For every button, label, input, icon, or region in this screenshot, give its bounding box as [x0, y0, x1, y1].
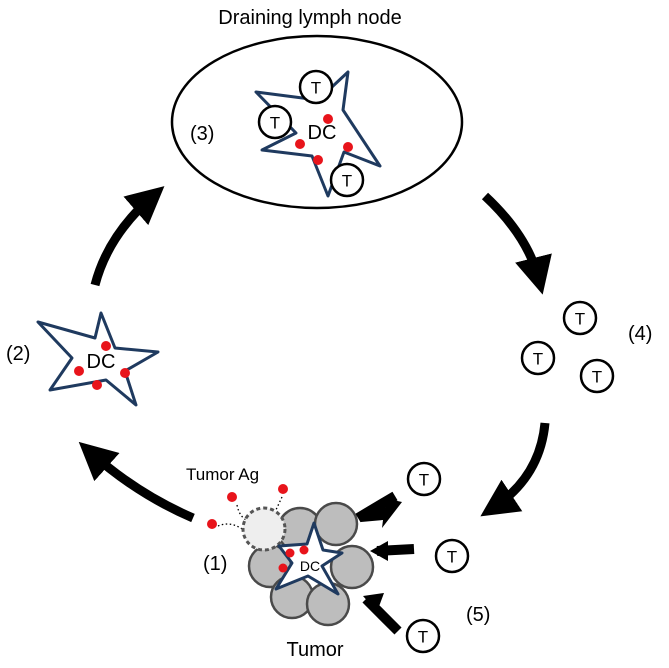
arrow-dc-to-lymph — [90, 186, 165, 287]
arrow-tcells-to-tumor — [480, 422, 550, 517]
antigen-dot — [299, 545, 309, 555]
svg-text:T: T — [311, 79, 321, 98]
t-cell: T — [562, 300, 598, 336]
antigen-dot — [295, 139, 305, 149]
step-4-label: (4) — [628, 323, 652, 345]
step-2-label: (2) — [6, 343, 30, 365]
t-cell: T — [434, 538, 470, 574]
dc-label: DC — [87, 351, 116, 373]
svg-text:T: T — [592, 368, 602, 387]
dendritic-cell-in-tumor — [274, 521, 344, 596]
antigen-dot — [323, 114, 333, 124]
dendritic-cell-migrating: DC — [36, 311, 160, 407]
antigen-dot — [278, 484, 288, 494]
dc-label: DC — [308, 122, 337, 144]
tumor-cell — [329, 544, 375, 590]
t-cell: T — [406, 461, 442, 497]
dc-label: DC — [300, 558, 320, 574]
antigen-dot — [101, 341, 111, 351]
svg-text:T: T — [270, 114, 280, 133]
tumor-cell — [313, 501, 359, 547]
antigen-dot — [120, 368, 130, 378]
tumor-mass: DC — [241, 501, 375, 627]
arrow-lymph-to-tcells — [481, 192, 552, 295]
step-5-label: (5) — [466, 604, 490, 626]
svg-text:T: T — [533, 350, 543, 369]
svg-text:T: T — [447, 548, 457, 567]
svg-text:T: T — [342, 172, 352, 191]
svg-text:T: T — [419, 471, 429, 490]
attack-arrows — [355, 491, 415, 635]
svg-text:T: T — [418, 628, 428, 647]
svg-text:T: T — [575, 310, 585, 329]
tumor-antigen-label: Tumor Ag — [186, 465, 259, 484]
t-cell: T — [520, 340, 556, 376]
step-1-label: (1) — [203, 553, 227, 575]
step-3-label: (3) — [190, 123, 214, 145]
t-cell: T — [329, 162, 365, 198]
antigen-dot — [285, 548, 295, 558]
antigen-dot — [343, 142, 353, 152]
antigen-dot — [207, 519, 217, 529]
t-cell: T — [405, 618, 441, 654]
t-cell: T — [257, 104, 293, 140]
t-cell: T — [298, 69, 334, 105]
lymph-node-label: Draining lymph node — [218, 7, 401, 29]
arrow-tumor-to-dc — [78, 441, 195, 523]
t-cell: T — [579, 358, 615, 394]
antigen-dot — [313, 155, 323, 165]
antigen-dot — [74, 366, 84, 376]
tumor-label: Tumor — [286, 639, 343, 661]
dying-tumor-cell — [241, 506, 287, 552]
antigen-dot — [227, 492, 237, 502]
antigen-dot — [278, 563, 288, 573]
released-antigens — [207, 484, 288, 533]
antigen-dot — [92, 380, 102, 390]
attack-arrow — [361, 498, 402, 528]
